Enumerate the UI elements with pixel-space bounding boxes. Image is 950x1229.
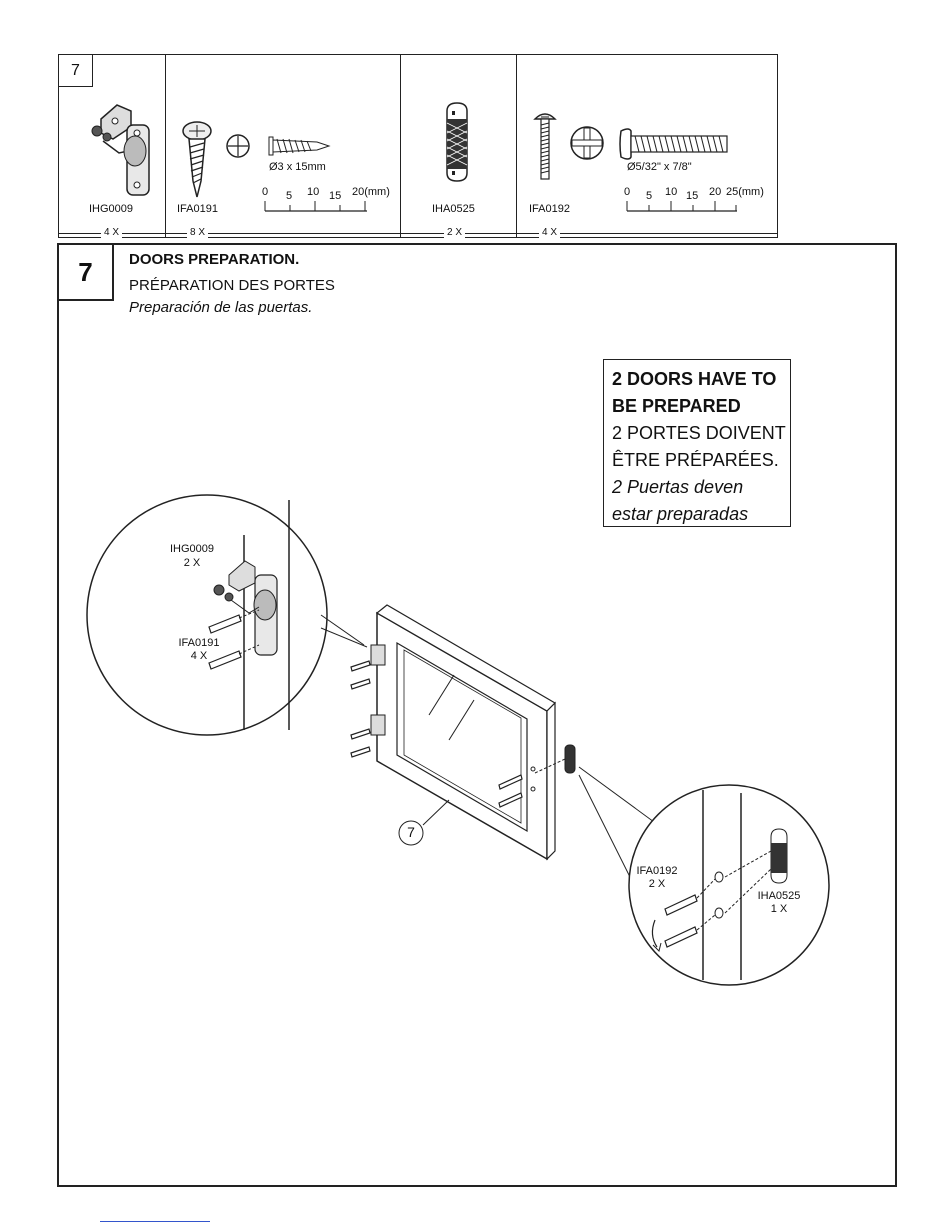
- ruler-small: [264, 201, 367, 212]
- phillips-head-icon: [226, 134, 250, 158]
- ruler-label: 15: [329, 190, 342, 202]
- note-french-line: 2 PORTES DOIVENT: [612, 423, 786, 443]
- callout-handle-code: IHA0525: [757, 890, 801, 902]
- hinge-illustration: [91, 104, 150, 196]
- step-title-spanish: Preparación de las puertas.: [129, 299, 313, 316]
- machine-screw-illustration: [533, 113, 557, 180]
- note-box: 2 DOORS HAVE TO BE PREPARED 2 PORTES DOI…: [603, 359, 791, 527]
- footer-link-underline: [100, 1221, 210, 1222]
- left-detail-circle: [86, 494, 368, 736]
- ruler-label: 0: [262, 186, 269, 198]
- ruler-label: 10: [307, 186, 320, 198]
- parts-table: 7 IHG0009 Ø3 x 15mm: [58, 54, 778, 238]
- callout-wood-screw-qty: 4 X: [190, 650, 208, 662]
- machine-screw-side-icon: [619, 128, 728, 160]
- ruler-large: [626, 201, 737, 212]
- ruler-label: 0: [624, 186, 631, 198]
- parts-step-number: 7: [59, 55, 93, 87]
- ruler-label: 15: [686, 190, 699, 202]
- wood-screw-side-icon: [268, 136, 331, 156]
- wood-screw-illustration: [182, 121, 212, 198]
- right-detail-circle: [578, 766, 830, 986]
- part-code-machine-screw: IFA0192: [529, 203, 570, 215]
- callout-wood-screw-code: IFA0191: [178, 637, 220, 649]
- wood-screw-size: Ø3 x 15mm: [269, 161, 326, 173]
- ruler-label: 5: [286, 190, 293, 202]
- part-code-wood-screw: IFA0191: [177, 203, 218, 215]
- door-panel: [350, 604, 576, 861]
- callout-handle-qty: 1 X: [770, 903, 788, 915]
- note-english-line: 2 DOORS HAVE TO: [612, 369, 777, 389]
- callout-hinge-qty: 2 X: [183, 557, 201, 569]
- ruler-label: 25(mm): [726, 186, 764, 198]
- ruler-label: 10: [665, 186, 678, 198]
- callout-hinge-code: IHG0009: [169, 543, 215, 555]
- qty-hinge: 4 X: [101, 227, 123, 238]
- note-spanish-line: estar preparadas: [612, 504, 749, 524]
- ruler-label: 5: [646, 190, 653, 202]
- ruler-label: 20(mm): [352, 186, 390, 198]
- qty-machine-screw: 4 X: [539, 227, 561, 238]
- qty-wood-screw: 8 X: [187, 227, 209, 238]
- step-number: 7: [59, 245, 114, 301]
- callout-machine-screw-qty: 2 X: [648, 878, 666, 890]
- column-divider: [400, 55, 401, 237]
- note-french-line: ÊTRE PRÉPARÉES.: [612, 450, 779, 470]
- door-part-label: 7: [407, 824, 415, 840]
- step-title-french: PRÉPARATION DES PORTES: [129, 277, 335, 294]
- column-divider: [516, 55, 517, 237]
- assembly-drawing: [86, 494, 830, 986]
- ruler-label: 20: [709, 186, 722, 198]
- note-spanish-line: 2 Puertas deven: [612, 477, 744, 497]
- step-title-english: DOORS PREPARATION.: [129, 251, 300, 268]
- machine-screw-size: Ø5/32" x 7/8": [627, 161, 692, 173]
- callout-machine-screw-code: IFA0192: [636, 865, 678, 877]
- handle-illustration: [446, 102, 468, 182]
- phillips-head-icon: [570, 126, 604, 160]
- column-divider: [165, 55, 166, 237]
- note-english-line: BE PREPARED: [612, 396, 741, 416]
- part-code-handle: IHA0525: [432, 203, 475, 215]
- quantity-row: 4 X 8 X 2 X 4 X: [59, 227, 777, 239]
- step-panel: 7 DOORS PREPARATION. PRÉPARATION DES POR…: [57, 243, 897, 1187]
- qty-handle: 2 X: [444, 227, 466, 238]
- part-code-hinge: IHG0009: [89, 203, 134, 215]
